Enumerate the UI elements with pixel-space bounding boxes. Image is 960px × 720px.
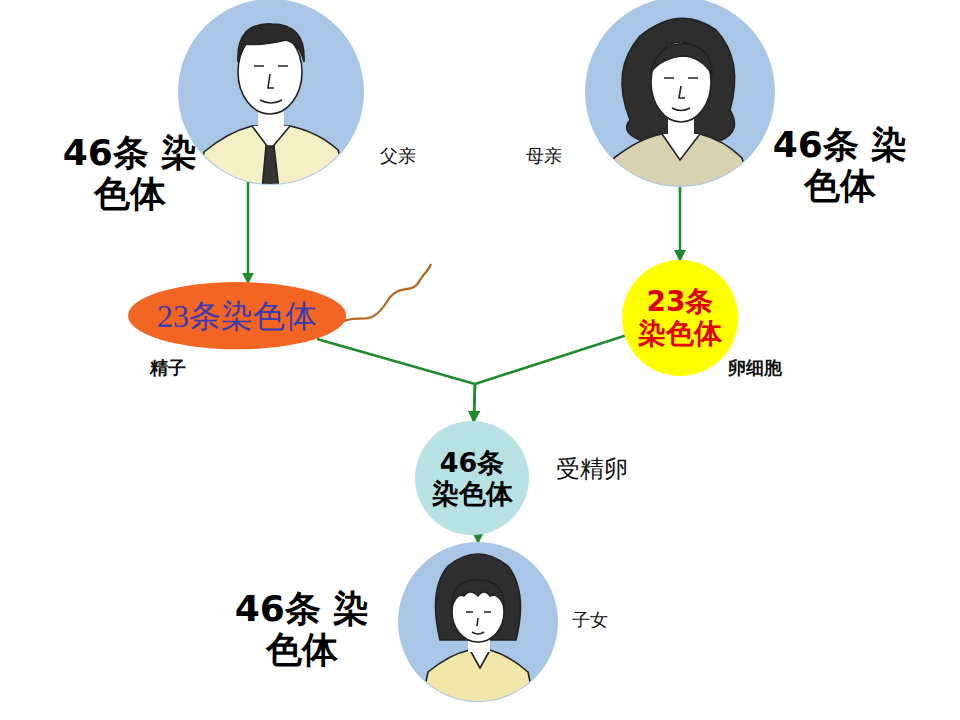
arrow-connector — [477, 535, 480, 542]
arrow-connector — [474, 336, 625, 421]
cell-label: 精子 — [150, 358, 210, 379]
chromosome-count: 23条 染色体 — [634, 286, 726, 350]
mother-portrait — [606, 18, 752, 190]
chromosome-count: 46条 染色体 — [424, 447, 520, 509]
person-label: 母亲 — [526, 146, 586, 167]
father-circle-fill — [178, 0, 364, 185]
sperm-ellipse: 23条染色体精子 — [128, 282, 346, 349]
arrow-connector — [679, 187, 682, 260]
child-circle-outline — [398, 542, 558, 702]
chromosome-count: 46条 染色体 — [770, 124, 910, 207]
cell-label: 受精卵 — [556, 456, 646, 484]
arrow-connector — [247, 182, 250, 282]
child-circle: 46条 染色体子女 — [398, 542, 558, 702]
child-circle-fill — [398, 542, 558, 702]
mother-circle-outline — [585, 0, 775, 187]
person-label: 父亲 — [380, 146, 440, 167]
chromosome-count: 46条 染色体 — [232, 588, 372, 671]
sperm-tail — [342, 264, 431, 322]
mother-circle: 母亲46条 染色体 — [585, 0, 775, 187]
father-circle: 46条 染色体父亲 — [178, 0, 364, 185]
person-label: 子女 — [572, 610, 632, 631]
father-portrait — [196, 24, 350, 190]
sperm-ellipse-fill — [128, 282, 346, 349]
mother-circle-fill — [585, 0, 775, 187]
zygote-circle: 46条 染色体受精卵 — [415, 421, 529, 535]
egg-circle-fill — [622, 260, 738, 376]
cell-label: 卵细胞 — [728, 358, 808, 379]
chromosome-count: 23条染色体 — [142, 298, 332, 335]
arrow-connector — [317, 339, 475, 421]
child-portrait — [420, 554, 536, 710]
chromosome-count: 46条 染色体 — [60, 132, 200, 215]
egg-circle: 23条 染色体卵细胞 — [622, 260, 738, 376]
zygote-circle-fill — [415, 421, 529, 535]
father-circle-outline — [178, 0, 364, 185]
